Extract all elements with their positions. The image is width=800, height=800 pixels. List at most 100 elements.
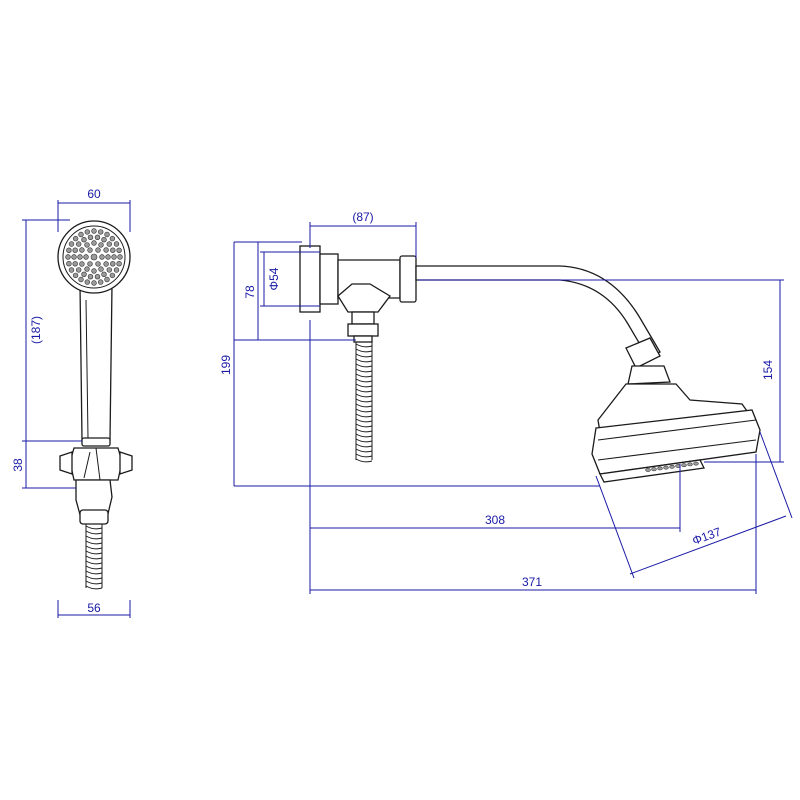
spray-hole [81,271,87,277]
spray-hole [98,266,104,272]
spray-hole [91,240,97,246]
hose-ring [355,408,373,413]
hose-ring [85,580,103,585]
hose-ring [355,388,373,393]
shower-arm [299,245,761,483]
hose-ring [355,418,373,423]
spray-hole [116,247,122,254]
dim-hand-width: 60 [87,187,101,201]
spray-hole [109,272,116,279]
hand-shower-dimensions: 60 (187) 38 56 [11,187,131,618]
spray-hole [72,272,79,279]
hose-coil [85,525,103,590]
dim-holder-width: 56 [87,601,101,615]
hose-ring [85,560,103,565]
hose-ring [85,565,103,570]
hose-ring [355,353,373,358]
hose-ring [85,530,103,535]
hose-ring [355,378,373,383]
nozzle [663,465,669,470]
hose-ring [355,433,373,438]
spray-hole [91,280,97,286]
spray-hole [87,234,94,241]
hose-ring [85,535,103,540]
spray-hole [101,271,107,277]
hose-ring [355,398,373,403]
dim-arm-flange-width: (87) [352,210,373,224]
dim-holder-height: 38 [11,458,25,472]
hose-ring [355,368,373,373]
spray-hole [87,261,93,267]
dim-flange-diameter: Φ54 [267,267,281,290]
dim-overall-height: 199 [219,355,233,375]
dim-flange-height: 78 [243,285,257,299]
hose-ring [355,358,373,363]
dim-head-diameter: Φ137 [690,524,723,547]
spray-hole [75,241,82,247]
spray-hole [104,276,110,283]
spray-hole [84,266,90,272]
spray-hole [103,261,109,267]
hand-shower [57,220,133,590]
hose-ring [355,363,373,368]
spray-hole [99,254,105,260]
hose-ring [355,453,373,458]
spray-hole [105,254,111,260]
nozzle [669,464,675,469]
nozzle [687,462,693,467]
spray-hole [110,247,116,253]
hose-ring [355,393,373,398]
spray-hole [101,237,107,243]
spray-hole [91,268,97,274]
hose-ring [355,383,373,388]
spray-hole [113,267,120,273]
spray-hole [91,228,97,234]
spray-hole [104,231,110,238]
spray-hole [78,276,84,283]
spray-holes [65,228,123,286]
spray-hole [68,267,75,273]
nozzle [657,466,663,471]
spray-hole [98,242,104,248]
spray-hole [75,267,82,273]
dim-overall-length: 371 [522,575,542,589]
hose-ring [85,525,103,530]
spray-hole [113,241,120,247]
hose-ring [355,348,373,353]
spray-hole [117,254,123,260]
spray-hole [83,254,89,260]
hose-ring [85,585,103,590]
hose-ring [355,413,373,418]
nozzle [681,463,687,468]
spray-hole [66,247,72,254]
hose-ring [355,373,373,378]
spray-hole [84,229,91,235]
spray-hole [87,247,93,253]
nozzle [693,461,699,466]
spray-hole [71,254,77,260]
spray-hole [84,242,90,248]
spray-hole [72,247,78,253]
spray-hole [106,267,113,273]
spray-hole [66,261,72,267]
spray-hole [87,274,94,280]
spray-hole [111,254,117,260]
hose-ring [355,448,373,453]
hose-ring [355,438,373,443]
hose-ring [85,545,103,550]
nozzle [645,468,651,472]
spray-hole [94,274,101,280]
spray-hole [77,254,83,260]
spray-hole [81,237,87,243]
hose-ring [85,570,103,575]
hose-coil [355,343,373,463]
hose-ring [85,550,103,555]
spray-hole [103,247,109,253]
spray-hole [72,261,78,267]
spray-hole [95,247,101,253]
spray-hole [65,254,71,260]
hose-ring [355,423,373,428]
nozzle [651,467,657,472]
spray-hole [106,241,113,247]
